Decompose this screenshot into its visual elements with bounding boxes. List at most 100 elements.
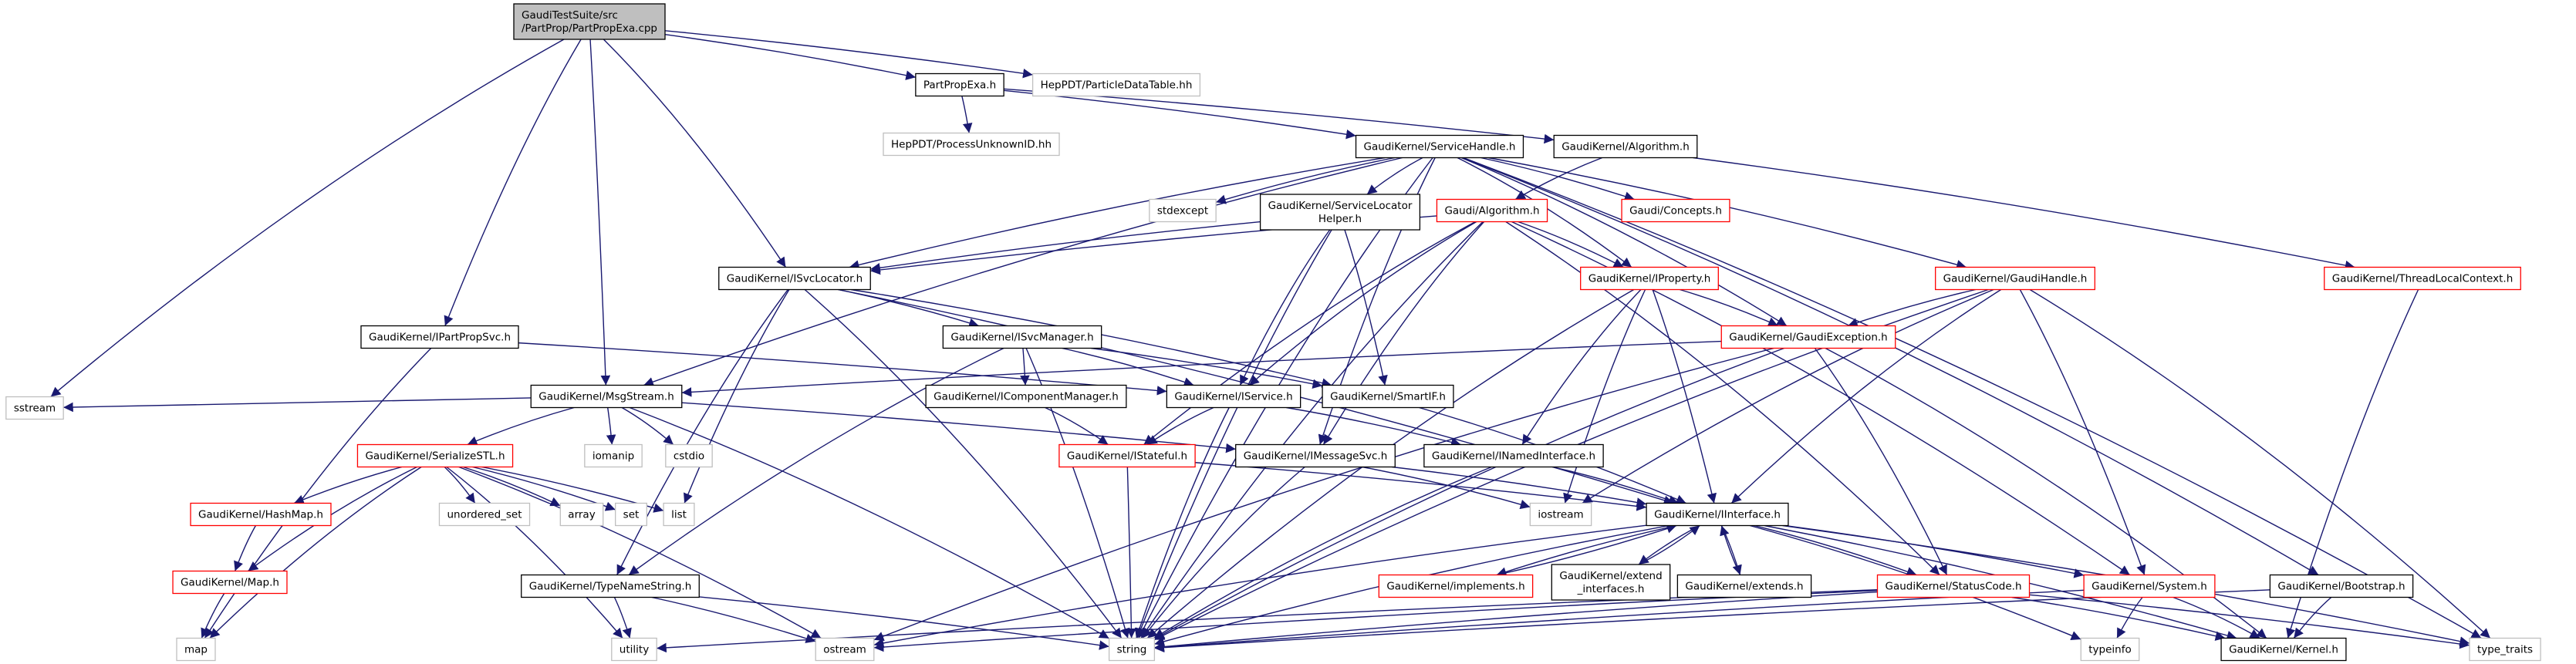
node-box xyxy=(2220,637,2347,662)
edge-gkmap-to-map xyxy=(201,593,225,639)
edge-gkalgorithm-to-gaudialgorithm xyxy=(1514,157,1603,201)
edge-gaudiexception-to-string xyxy=(1154,347,1784,640)
node-unorderedset: unordered_set xyxy=(438,502,531,527)
node-box xyxy=(1553,134,1698,159)
node-iinterface[interactable]: GaudiKernel/IInterface.h xyxy=(1646,502,1789,527)
edge-ipartpropsvc-to-iservice xyxy=(518,342,1167,396)
node-label: sstream xyxy=(14,403,56,415)
node-gkmap[interactable]: GaudiKernel/Map.h xyxy=(172,570,288,595)
node-istateful[interactable]: GaudiKernel/IStateful.h xyxy=(1058,443,1196,468)
node-box xyxy=(663,502,695,527)
node-msgstream[interactable]: GaudiKernel/MsgStream.h xyxy=(530,384,683,409)
node-label: string xyxy=(1117,644,1147,656)
node-icompmgr[interactable]: GaudiKernel/IComponentManager.h xyxy=(925,384,1127,409)
node-particledatatable: HepPDT/ParticleDataTable.hh xyxy=(1031,72,1201,97)
node-label: GaudiKernel/Bootstrap.h xyxy=(2277,581,2405,593)
edge-iproperty-to-iinterface xyxy=(1652,289,1717,504)
edge-isvcmanager-to-string xyxy=(1025,348,1130,639)
edge-root-to-msgstream xyxy=(589,39,611,386)
node-box xyxy=(942,325,1102,349)
node-label: GaudiKernel/IPartPropSvc.h xyxy=(369,332,511,344)
node-imessagesvc[interactable]: GaudiKernel/IMessageSvc.h xyxy=(1235,443,1396,468)
node-extends[interactable]: GaudiKernel/extends.h xyxy=(1676,574,1812,598)
edge-servicehandle-to-msgstream xyxy=(643,157,1403,387)
node-iservice[interactable]: GaudiKernel/IService.h xyxy=(1166,384,1302,409)
node-box xyxy=(1621,198,1730,223)
node-ipartpropsvc[interactable]: GaudiKernel/IPartPropSvc.h xyxy=(360,325,519,349)
node-concepts[interactable]: Gaudi/Concepts.h xyxy=(1621,198,1730,223)
node-box xyxy=(665,443,713,468)
node-box xyxy=(1031,72,1201,97)
node-statuscode[interactable]: GaudiKernel/StatusCode.h xyxy=(1876,574,2031,598)
node-label: GaudiKernel/Map.h xyxy=(181,577,279,589)
edge-gaudialgorithm-to-iservice xyxy=(1248,221,1477,386)
node-serializestl[interactable]: GaudiKernel/SerializeSTL.h xyxy=(356,443,514,468)
edge-isvcmanager-to-typenamestring xyxy=(628,347,1004,576)
node-box xyxy=(1551,564,1671,601)
edge-gaudiexception-to-ostream xyxy=(873,347,1774,642)
node-label: stdexcept xyxy=(1157,205,1208,217)
node-extendinterfaces[interactable]: GaudiKernel/extend_interfaces.h xyxy=(1551,564,1671,601)
edge-isvclocator-to-typenamestring xyxy=(616,289,788,575)
node-isvcmanager[interactable]: GaudiKernel/ISvcManager.h xyxy=(942,325,1102,349)
node-box xyxy=(1935,266,2095,291)
node-typetraits: type_traits xyxy=(2469,637,2541,662)
edge-gaudialgorithm-to-statuscode xyxy=(1505,221,1940,576)
edge-serializestl-to-ostream xyxy=(458,466,822,639)
node-label: iomanip xyxy=(593,450,634,463)
edge-iservice-to-inamedinterface xyxy=(1286,406,1461,447)
node-box xyxy=(1529,502,1592,527)
node-hashmap[interactable]: GaudiKernel/HashMap.h xyxy=(190,502,332,527)
edge-system-to-kernel xyxy=(2173,596,2260,639)
edge-gaudialgorithm-to-iproperty xyxy=(1518,221,1624,268)
node-box xyxy=(1646,502,1789,527)
node-smartif[interactable]: GaudiKernel/SmartIF.h xyxy=(1322,384,1454,409)
node-system[interactable]: GaudiKernel/System.h xyxy=(2083,574,2216,598)
node-label: GaudiKernel/INamedInterface.h xyxy=(1432,450,1595,463)
node-box xyxy=(915,72,1004,97)
node-gkalgorithm[interactable]: GaudiKernel/Algorithm.h xyxy=(1553,134,1698,159)
node-partpropexa[interactable]: PartPropExa.h xyxy=(915,72,1004,97)
node-threadlocal[interactable]: GaudiKernel/ThreadLocalContext.h xyxy=(2324,266,2521,291)
edge-msgstream-to-string xyxy=(629,406,1109,639)
node-iproperty[interactable]: GaudiKernel/IProperty.h xyxy=(1580,266,1719,291)
edge-gkalgorithm-to-threadlocal xyxy=(1693,157,2355,271)
node-typenamestring[interactable]: GaudiKernel/TypeNameString.h xyxy=(521,574,700,598)
node-implements[interactable]: GaudiKernel/implements.h xyxy=(1378,574,1534,598)
node-gaudiexception[interactable]: GaudiKernel/GaudiException.h xyxy=(1720,325,1896,349)
node-label: GaudiKernel/HashMap.h xyxy=(198,509,323,521)
node-label: /PartProp/PartPropExa.cpp xyxy=(522,22,657,35)
node-label: GaudiKernel/GaudiException.h xyxy=(1729,332,1887,344)
node-label: cstdio xyxy=(674,450,704,463)
node-box xyxy=(5,396,64,420)
node-box xyxy=(521,574,700,598)
edge-statuscode-to-ostream xyxy=(873,589,1878,652)
node-inamedinterface[interactable]: GaudiKernel/INamedInterface.h xyxy=(1423,443,1604,468)
edge-gaudiexception-to-msgstream xyxy=(681,340,1722,397)
edge-isvclocator-to-string xyxy=(804,288,1123,639)
node-kernel[interactable]: GaudiKernel/Kernel.h xyxy=(2220,637,2347,662)
edge-root-to-sstream xyxy=(50,39,565,398)
edge-root-to-ipartpropsvc xyxy=(444,39,582,326)
node-gaudialgorithm[interactable]: Gaudi/Algorithm.h xyxy=(1436,198,1548,223)
node-box xyxy=(815,637,875,662)
node-box xyxy=(718,266,871,291)
node-box xyxy=(1436,198,1548,223)
node-label: set xyxy=(623,509,640,521)
node-box xyxy=(1876,574,2031,598)
node-servicehandle[interactable]: GaudiKernel/ServiceHandle.h xyxy=(1355,134,1524,159)
edge-servicehandle-to-stdexcept xyxy=(1215,157,1395,204)
node-gaudihandle[interactable]: GaudiKernel/GaudiHandle.h xyxy=(1935,266,2095,291)
node-bootstrap[interactable]: GaudiKernel/Bootstrap.h xyxy=(2269,574,2414,598)
node-box xyxy=(925,384,1127,409)
edge-isvcmanager-to-iservice xyxy=(1062,347,1194,387)
node-ostream: ostream xyxy=(815,637,875,662)
node-label: GaudiKernel/extends.h xyxy=(1685,581,1803,593)
node-box xyxy=(360,325,519,349)
edge-system-to-typeinfo xyxy=(2116,597,2143,639)
edge-statuscode-to-typetraits xyxy=(2029,594,2470,649)
edge-iinterface-to-ostream xyxy=(873,524,1647,649)
edge-servicehandle-to-gaudiexception xyxy=(1460,157,1788,327)
node-isvclocator[interactable]: GaudiKernel/ISvcLocator.h xyxy=(718,266,871,291)
